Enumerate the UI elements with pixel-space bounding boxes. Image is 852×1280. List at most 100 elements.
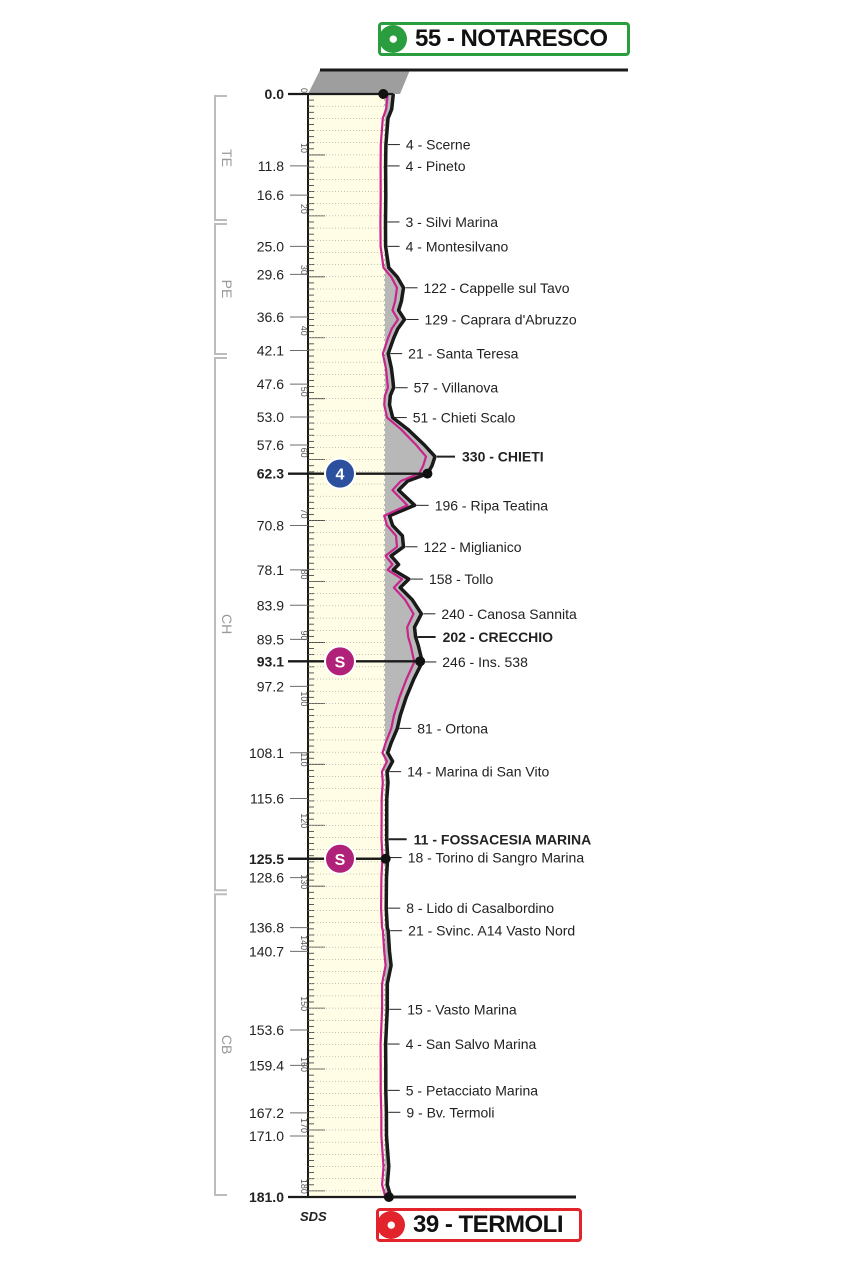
province-bracket (214, 95, 227, 221)
start-point-dot (378, 89, 389, 99)
credit-label: SDS (300, 1209, 327, 1224)
province-label: TE (219, 149, 235, 167)
cyclist-icon: ● (379, 25, 407, 53)
km-mark-label: 108.1 (249, 745, 284, 761)
place-label: 51 - Chieti Scalo (413, 410, 516, 426)
ruler-tick-label: 50 (299, 387, 309, 397)
ruler-tick-label: 20 (299, 204, 309, 214)
panel-top-bevel (308, 70, 410, 94)
place-label: 11 - FOSSACESIA MARINA (414, 831, 592, 847)
place-label: 4 - Pineto (406, 158, 466, 174)
place-label: 246 - Ins. 538 (442, 654, 528, 670)
ruler-tick-label: 180 (299, 1179, 309, 1194)
start-town-label: 55 - NOTARESCO (415, 25, 608, 52)
place-label: 4 - Montesilvano (406, 238, 509, 254)
place-label: 202 - CRECCHIO (443, 629, 554, 645)
km-mark-label: 53.0 (257, 409, 284, 425)
place-label: 81 - Ortona (417, 720, 488, 736)
sprint-badge (324, 645, 356, 678)
km-mark-label: 83.9 (257, 597, 284, 613)
place-label: 3 - Silvi Marina (405, 214, 498, 230)
ruler-tick-label: 10 (299, 143, 309, 153)
km-mark-label: 181.0 (249, 1189, 284, 1205)
place-label: 129 - Caprara d'Abruzzo (425, 311, 577, 327)
ruler-tick-label: 70 (299, 509, 309, 519)
km-mark-label: 42.1 (257, 343, 284, 359)
ruler-tick-label: 60 (299, 448, 309, 458)
km-mark-label: 115.6 (250, 790, 284, 806)
place-label: 15 - Vasto Marina (407, 1001, 517, 1017)
km-mark-label: 78.1 (257, 562, 284, 578)
finish-town-badge: ● 39 - TERMOLI (376, 1208, 582, 1242)
kom-badge (324, 457, 356, 490)
place-label: 4 - Scerne (406, 137, 471, 153)
finish-point-dot (383, 1192, 394, 1202)
province-label: CH (219, 614, 235, 634)
province-label: CB (219, 1035, 235, 1054)
km-mark-label: 153.6 (249, 1022, 284, 1038)
marker-dot (415, 656, 426, 667)
place-label: 4 - San Salvo Marina (406, 1036, 537, 1052)
km-mark-label: 47.6 (257, 376, 284, 392)
ruler-tick-label: 40 (299, 326, 309, 336)
km-mark-label: 0.0 (265, 86, 285, 102)
km-mark-label: 140.7 (249, 943, 284, 959)
province-label: PE (219, 280, 235, 299)
km-mark-label: 70.8 (257, 517, 284, 533)
relief-edge (383, 93, 437, 1198)
ruler-tick-label: 100 (299, 691, 309, 706)
km-mark-label: 89.5 (257, 631, 284, 647)
province-bracket (214, 357, 227, 892)
km-mark-label: 93.1 (257, 653, 284, 669)
km-mark-label: 136.8 (249, 920, 284, 936)
place-label: 9 - Bv. Termoli (406, 1104, 494, 1120)
km-mark-label: 25.0 (257, 238, 284, 254)
finish-town-label: 39 - TERMOLI (413, 1211, 564, 1238)
ruler-tick-label: 80 (299, 570, 309, 580)
sprint-badge (324, 842, 356, 875)
ruler-tick-label: 120 (299, 813, 309, 828)
place-label: 330 - CHIETI (462, 449, 544, 465)
km-mark-label: 11.8 (258, 158, 284, 174)
chart-panel (308, 94, 385, 1197)
place-label: 14 - Marina di San Vito (407, 764, 549, 780)
km-mark-label: 159.4 (249, 1057, 284, 1073)
place-label: 57 - Villanova (414, 380, 499, 396)
sprint-badge-label: S (335, 654, 346, 671)
km-mark-label: 97.2 (257, 678, 284, 694)
ruler-tick-label: 30 (299, 265, 309, 275)
place-label: 122 - Miglianico (423, 539, 521, 555)
ruler-tick-label: 110 (299, 752, 309, 766)
place-label: 122 - Cappelle sul Tavo (423, 280, 569, 296)
place-label: 21 - Santa Teresa (408, 346, 518, 362)
province-bracket (214, 222, 227, 356)
place-label: 158 - Tollo (429, 571, 494, 587)
km-mark-label: 128.6 (249, 870, 284, 886)
kom-category-label: 4 (336, 467, 345, 484)
place-label: 8 - Lido di Casalbordino (406, 900, 554, 916)
marker-dot (380, 853, 391, 864)
km-mark-label: 36.6 (257, 309, 284, 325)
ruler-tick-label: 0 (299, 88, 309, 93)
place-label: 196 - Ripa Teatina (435, 497, 549, 513)
sprint-badge-label: S (335, 852, 346, 869)
province-bracket (214, 893, 227, 1196)
place-label: 21 - Svinc. A14 Vasto Nord (408, 923, 575, 939)
ruler-tick-label: 140 (299, 935, 309, 950)
ruler-tick-label: 130 (299, 874, 309, 889)
km-mark-label: 62.3 (257, 466, 284, 482)
route-line (379, 93, 428, 1198)
km-mark-label: 16.6 (257, 187, 284, 203)
place-label: 18 - Torino di Sangro Marina (408, 850, 585, 866)
marker-dot (422, 468, 433, 479)
cyclist-icon: ● (377, 1211, 405, 1239)
place-label: 240 - Canosa Sannita (441, 606, 577, 622)
place-label: 5 - Petacciato Marina (406, 1082, 538, 1098)
ruler-tick-label: 170 (299, 1118, 309, 1133)
start-town-badge: ● 55 - NOTARESCO (378, 22, 630, 56)
km-mark-label: 29.6 (257, 266, 284, 282)
ruler-tick-label: 160 (299, 1057, 309, 1072)
ruler-tick-label: 90 (299, 630, 309, 640)
km-mark-label: 171.0 (249, 1128, 284, 1144)
